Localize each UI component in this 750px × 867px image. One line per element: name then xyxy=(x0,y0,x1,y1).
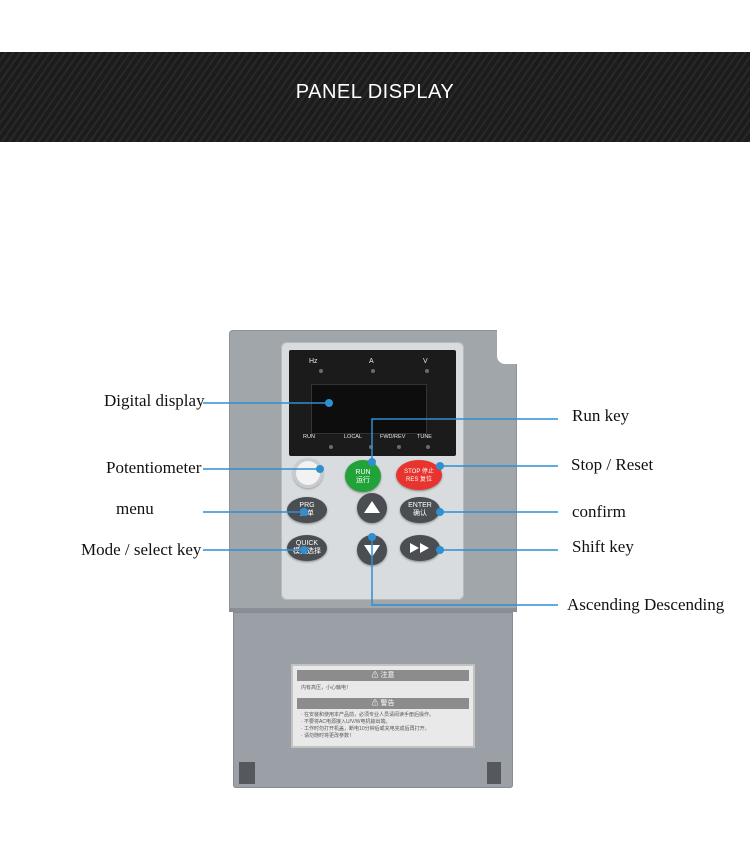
label-ascending-descending: Ascending Descending xyxy=(567,595,725,614)
status-run: RUN xyxy=(303,434,315,440)
quick-key-label: QUICK xyxy=(295,540,319,547)
run-key[interactable]: RUN 运行 xyxy=(345,460,381,492)
label-run-key: Run key xyxy=(572,406,630,425)
caution-title: ⚠ 注意 xyxy=(371,672,395,679)
warning-title: ⚠ 警告 xyxy=(371,700,395,707)
header-banner: PANEL DISPLAY xyxy=(0,52,750,142)
enter-confirm-key[interactable]: ENTER 确认 xyxy=(400,497,440,523)
callout-dot xyxy=(368,533,376,541)
shift-key[interactable] xyxy=(400,535,440,561)
leader-run-key xyxy=(371,418,558,462)
unit-v: V xyxy=(423,358,428,365)
callout-dot xyxy=(316,465,324,473)
caution-bar: ⚠ 注意 xyxy=(297,670,469,681)
enter-key-label: ENTER xyxy=(408,502,432,509)
shift-arrows-icon xyxy=(410,543,429,553)
page-title: PANEL DISPLAY xyxy=(295,81,455,103)
warning-line: · 在安装和使用本产品前，必须专业人员请阅读手册后操作。 xyxy=(301,712,435,718)
status-fwd-rev: FWD/REV xyxy=(380,434,406,440)
leader-ascending-descending xyxy=(371,537,558,606)
callout-dot xyxy=(300,508,308,516)
warning-line: · 不要将AC电源接入U/V/W电机输出端。 xyxy=(301,719,391,725)
unit-hz: Hz xyxy=(309,358,318,365)
warning-label: ⚠ 注意 内有高压，小心触电！ ⚠ 警告 · 在安装和使用本产品前，必须专业人员… xyxy=(291,664,475,748)
label-mode-select: Mode / select key xyxy=(81,540,202,559)
run-key-label: RUN xyxy=(355,469,371,476)
callout-dot xyxy=(436,546,444,554)
unit-a: A xyxy=(369,358,374,365)
led-indicator xyxy=(397,445,401,449)
stop-reset-key[interactable]: STOP 停止 RES 复位 xyxy=(396,460,442,490)
caution-text: 内有高压，小心触电！ xyxy=(301,685,352,691)
label-stop-reset: Stop / Reset xyxy=(571,455,654,474)
led-indicator xyxy=(369,445,373,449)
label-shift-key: Shift key xyxy=(572,537,634,556)
enter-key-label-cn: 确认 xyxy=(413,510,427,517)
lcd-screen xyxy=(311,384,427,434)
status-local: LOCAL xyxy=(344,434,363,440)
label-digital-display: Digital display xyxy=(104,391,205,410)
warning-bar: ⚠ 警告 xyxy=(297,698,469,709)
label-confirm: confirm xyxy=(572,502,626,521)
device-notch xyxy=(497,330,517,364)
led-indicator xyxy=(425,369,429,373)
led-indicator xyxy=(371,369,375,373)
label-potentiometer: Potentiometer xyxy=(106,458,202,477)
warning-line: · 工作时勿打开机盖，断电10分钟后或充电完成后再打开。 xyxy=(301,726,430,732)
label-menu: menu xyxy=(116,499,154,518)
device-foot-right xyxy=(487,762,501,784)
led-indicator xyxy=(329,445,333,449)
run-key-label-cn: 运行 xyxy=(356,477,370,484)
prg-key-label: PRG xyxy=(299,502,315,509)
potentiometer-knob[interactable] xyxy=(293,458,323,488)
device-seam xyxy=(229,608,517,612)
keypad-panel: Hz A V RUN LOCAL FWD/REV TUNE RUN 运行 STO… xyxy=(281,342,464,600)
up-arrow-icon xyxy=(364,501,380,513)
callout-dot xyxy=(368,458,376,466)
inverter-device: ⚠ 注意 内有高压，小心触电！ ⚠ 警告 · 在安装和使用本产品前，必须专业人员… xyxy=(229,330,517,792)
callout-dot xyxy=(436,508,444,516)
callout-dot xyxy=(325,399,333,407)
device-lower-body: ⚠ 注意 内有高压，小心触电！ ⚠ 警告 · 在安装和使用本产品前，必须专业人员… xyxy=(233,612,513,788)
callout-dot xyxy=(300,546,308,554)
led-indicator xyxy=(319,369,323,373)
reset-key-label: RES 复位 xyxy=(405,477,432,483)
led-indicator xyxy=(426,445,430,449)
callout-dot xyxy=(436,462,444,470)
device-foot-left xyxy=(239,762,255,784)
warning-line: · 请勿随时将更改参数！ xyxy=(301,733,355,739)
up-key[interactable] xyxy=(357,493,387,523)
status-tune: TUNE xyxy=(417,434,432,440)
stop-key-label: STOP 停止 xyxy=(404,469,434,475)
